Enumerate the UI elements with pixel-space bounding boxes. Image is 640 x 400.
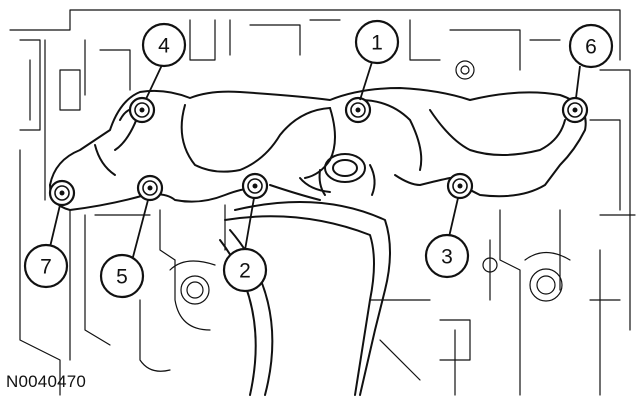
callout-3: 3 xyxy=(424,233,470,279)
callout-4-label: 4 xyxy=(158,35,170,58)
bolt-4 xyxy=(128,96,156,124)
callout-2: 2 xyxy=(222,247,268,293)
callout-1-label: 1 xyxy=(371,32,383,55)
callout-7-label: 7 xyxy=(40,256,52,279)
leader-1 xyxy=(359,61,373,101)
leader-5 xyxy=(132,199,149,258)
bolt-6 xyxy=(561,96,589,124)
leader-6 xyxy=(575,65,581,99)
callout-3-label: 3 xyxy=(441,246,453,269)
bolt-3 xyxy=(446,172,474,200)
callout-5: 5 xyxy=(99,253,145,299)
callout-6-label: 6 xyxy=(585,36,597,59)
exhaust-manifold xyxy=(49,87,587,211)
lower-hardware xyxy=(139,239,601,396)
callout-6: 6 xyxy=(568,23,614,69)
pulley-hose xyxy=(219,201,391,396)
callout-2-label: 2 xyxy=(239,260,251,283)
leader-7 xyxy=(49,204,61,248)
callout-5-label: 5 xyxy=(116,266,128,289)
callout-1: 1 xyxy=(354,19,400,65)
leader-4 xyxy=(145,64,163,100)
leader-lines xyxy=(49,61,581,258)
engine-block-background xyxy=(9,9,636,396)
bolt-1 xyxy=(344,96,372,124)
callout-7: 7 xyxy=(23,243,69,289)
leader-2 xyxy=(244,197,255,251)
bolt-5 xyxy=(136,174,164,202)
leader-3 xyxy=(448,197,459,238)
callout-4: 4 xyxy=(141,22,187,68)
figure-id: N0040470 xyxy=(6,372,87,391)
bolt-2 xyxy=(241,172,269,200)
bolt-7 xyxy=(48,179,76,207)
